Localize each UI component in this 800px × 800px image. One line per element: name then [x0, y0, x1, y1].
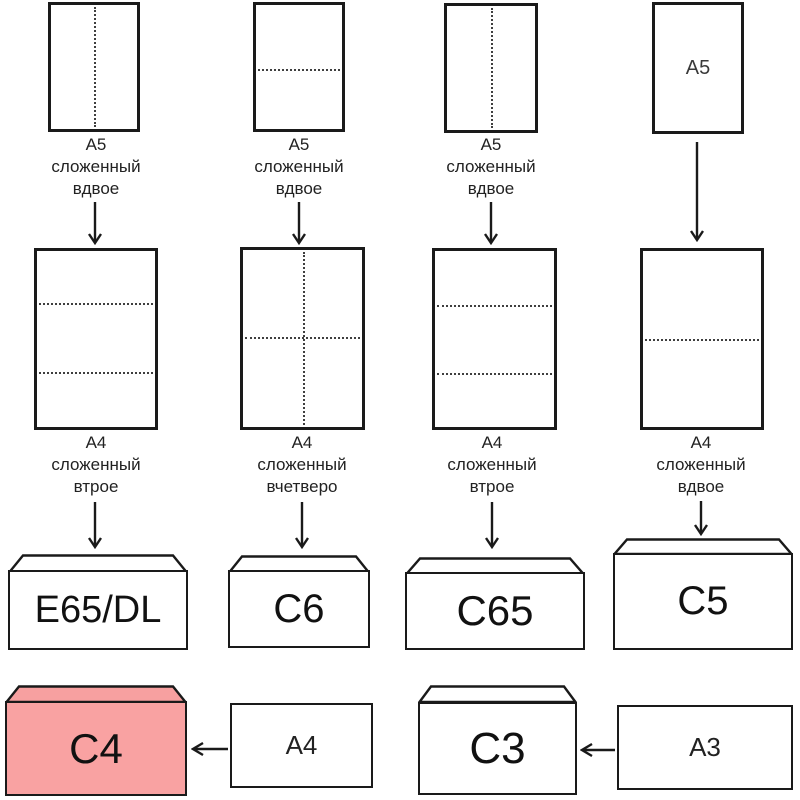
caption-line: A5 — [288, 135, 310, 154]
a4-sheet-trifold — [432, 248, 557, 430]
envelope-c5: C5 — [613, 538, 793, 650]
envelope-label: C4 — [69, 724, 123, 772]
sheet-label: A3 — [689, 732, 721, 762]
caption-line: сложенный — [446, 157, 536, 176]
envelope-body: C4 — [5, 701, 187, 796]
envelope-label: E65/DL — [34, 588, 162, 631]
fold-line-horizontal — [39, 303, 153, 305]
envelope-body: E65/DL — [8, 570, 188, 650]
caption-line: A4 — [291, 433, 313, 452]
envelope-body: C5 — [613, 553, 793, 650]
a4-fold-caption: A4 сложенный втрое — [422, 432, 562, 498]
caption-line: сложенный — [51, 157, 141, 176]
envelope-c6: C6 — [228, 555, 370, 648]
a4-sheet-trifold — [34, 248, 158, 430]
a4-sheet-halffold — [640, 248, 764, 430]
arrow-down-icon — [485, 502, 499, 549]
envelope-body: C6 — [228, 570, 370, 648]
envelope-e65dl: E65/DL — [8, 554, 188, 650]
a3-source-sheet: A3 — [617, 705, 793, 790]
envelope-c4-highlighted: C4 — [5, 685, 187, 796]
arrow-down-icon — [88, 502, 102, 549]
caption-line: A5 — [480, 135, 502, 154]
envelope-flap — [418, 685, 577, 703]
a5-fold-caption: A5 сложенный вдвое — [421, 134, 561, 200]
arrow-down-icon — [292, 202, 306, 245]
caption-line: вдвое — [467, 179, 515, 198]
envelope-label: C65 — [456, 587, 534, 634]
a5-fold-caption: A5 сложенный вдвое — [229, 134, 369, 200]
arrow-down-icon — [694, 501, 708, 536]
envelope-c65: C65 — [405, 557, 585, 650]
arrow-left-icon — [191, 741, 228, 757]
arrow-left-icon — [580, 742, 615, 758]
a4-fold-caption: A4 сложенный вдвое — [631, 432, 771, 498]
caption-line: сложенный — [51, 455, 141, 474]
caption-line: A4 — [690, 433, 712, 452]
caption-line: сложенный — [254, 157, 344, 176]
fold-line-horizontal — [39, 372, 153, 374]
arrow-down-icon — [295, 502, 309, 549]
caption-line: втрое — [469, 477, 515, 496]
envelope-c3: C3 — [418, 685, 577, 795]
envelope-label: C5 — [677, 579, 729, 623]
arrow-down-icon — [484, 202, 498, 245]
sheet-inner-label: A5 — [685, 56, 711, 79]
a4-fold-caption: A4 сложенный втрое — [26, 432, 166, 498]
arrow-down-icon — [690, 142, 704, 242]
a4-fold-caption: A4 сложенный вчетверо — [232, 432, 372, 498]
fold-line-horizontal — [437, 305, 552, 307]
a5-sheet-horizontal-fold — [253, 2, 345, 132]
caption-line: вчетверо — [266, 477, 338, 496]
caption-line: A5 — [85, 135, 107, 154]
caption-line: сложенный — [447, 455, 537, 474]
a5-sheet-vertical-fold — [444, 3, 538, 133]
fold-line-horizontal — [258, 69, 340, 71]
a5-fold-caption: A5 сложенный вдвое — [26, 134, 166, 200]
a5-sheet-unfolded: A5 — [652, 2, 744, 134]
caption-line: вдвое — [677, 477, 725, 496]
caption-line: втрое — [73, 477, 119, 496]
a4-source-sheet: A4 — [230, 703, 373, 788]
fold-line-horizontal — [645, 339, 759, 341]
arrow-down-icon — [88, 202, 102, 245]
fold-line-horizontal — [245, 337, 360, 339]
caption-line: вдвое — [275, 179, 323, 198]
envelope-label: C6 — [273, 586, 325, 631]
sheet-label: A4 — [285, 730, 318, 760]
fold-line-horizontal — [437, 373, 552, 375]
caption-line: сложенный — [257, 455, 347, 474]
a5-sheet-vertical-fold — [48, 2, 140, 132]
caption-line: сложенный — [656, 455, 746, 474]
a4-sheet-quarterfold — [240, 247, 365, 430]
envelope-body: C65 — [405, 572, 585, 650]
caption-line: A4 — [481, 433, 503, 452]
fold-line-vertical — [491, 8, 493, 128]
envelope-label: C3 — [469, 723, 526, 773]
caption-line: вдвое — [72, 179, 120, 198]
caption-line: A4 — [85, 433, 107, 452]
envelope-body: C3 — [418, 702, 577, 795]
fold-line-vertical — [94, 7, 96, 127]
